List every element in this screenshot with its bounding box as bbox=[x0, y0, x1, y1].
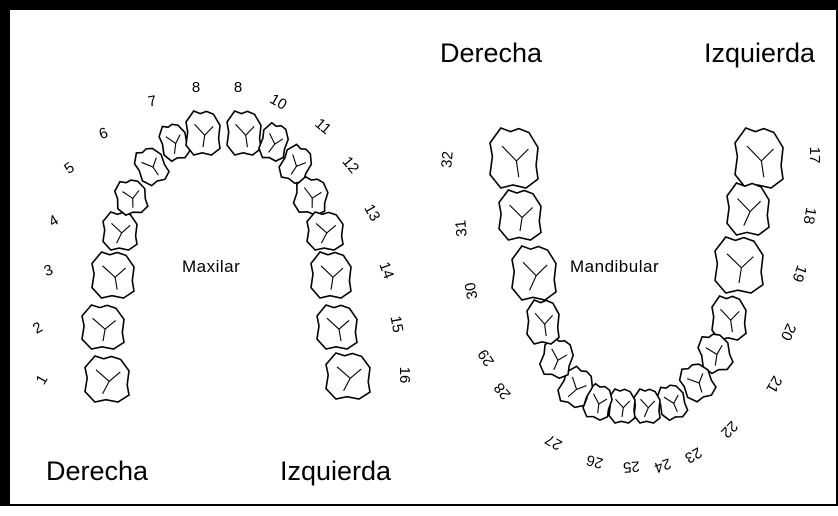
tooth-number: 17 bbox=[806, 147, 823, 164]
tooth bbox=[727, 183, 769, 235]
tooth bbox=[326, 353, 370, 399]
maxilar-right-side-label: Derecha bbox=[46, 456, 149, 486]
tooth bbox=[712, 296, 746, 340]
tooth bbox=[735, 128, 783, 188]
tooth bbox=[715, 237, 763, 293]
tooth-number: 25 bbox=[622, 457, 640, 475]
tooth-number: 16 bbox=[396, 367, 413, 384]
tooth-number: 30 bbox=[462, 281, 482, 300]
tooth-number: 20 bbox=[777, 321, 799, 343]
tooth-number: 5 bbox=[61, 159, 78, 178]
maxilar-left-side-label: Izquierda bbox=[280, 456, 392, 486]
tooth-number: 8 bbox=[234, 79, 242, 96]
tooth-number: 12 bbox=[339, 153, 363, 177]
tooth bbox=[227, 111, 261, 155]
tooth bbox=[317, 305, 357, 349]
tooth bbox=[186, 111, 220, 155]
tooth-number: 13 bbox=[360, 201, 383, 224]
mandibular-right-side-label: Derecha bbox=[440, 38, 543, 68]
tooth-number: 24 bbox=[652, 454, 673, 476]
tooth-number: 29 bbox=[475, 346, 498, 369]
tooth-number: 28 bbox=[491, 379, 515, 403]
tooth-number: 23 bbox=[682, 443, 705, 466]
tooth-number: 8 bbox=[192, 79, 200, 96]
tooth bbox=[85, 356, 129, 402]
tooth-number: 15 bbox=[387, 315, 407, 334]
tooth bbox=[113, 178, 148, 217]
maxilar-label: Maxilar bbox=[182, 257, 240, 276]
tooth-number: 14 bbox=[375, 260, 397, 281]
tooth-number: 26 bbox=[585, 451, 606, 472]
tooth bbox=[609, 389, 635, 423]
tooth bbox=[490, 128, 538, 188]
tooth-number: 10 bbox=[267, 91, 290, 114]
tooth-number: 18 bbox=[800, 206, 820, 225]
tooth-number: 11 bbox=[311, 115, 334, 138]
tooth-number: 3 bbox=[42, 261, 56, 280]
tooth-number: 32 bbox=[438, 151, 456, 169]
tooth bbox=[82, 305, 124, 349]
tooth-number: 6 bbox=[97, 124, 111, 143]
tooth bbox=[634, 389, 660, 423]
tooth bbox=[499, 190, 541, 240]
tooth-number: 21 bbox=[762, 373, 785, 396]
tooth-number: 1 bbox=[33, 372, 52, 388]
tooth-number: 4 bbox=[46, 212, 62, 231]
tooth bbox=[307, 212, 343, 250]
tooth-number: 7 bbox=[147, 92, 158, 110]
mandibular-label: Mandibular bbox=[570, 257, 659, 276]
tooth-number: 22 bbox=[717, 417, 741, 441]
tooth bbox=[311, 252, 351, 298]
tooth-number: 19 bbox=[788, 263, 810, 284]
tooth bbox=[527, 300, 559, 344]
tooth bbox=[103, 212, 137, 250]
tooth bbox=[512, 246, 556, 300]
tooth-number: 31 bbox=[452, 219, 470, 237]
tooth bbox=[92, 252, 134, 298]
tooth-number: 27 bbox=[542, 430, 565, 453]
mandibular-left-side-label: Izquierda bbox=[704, 38, 816, 68]
tooth-number: 2 bbox=[30, 319, 46, 338]
